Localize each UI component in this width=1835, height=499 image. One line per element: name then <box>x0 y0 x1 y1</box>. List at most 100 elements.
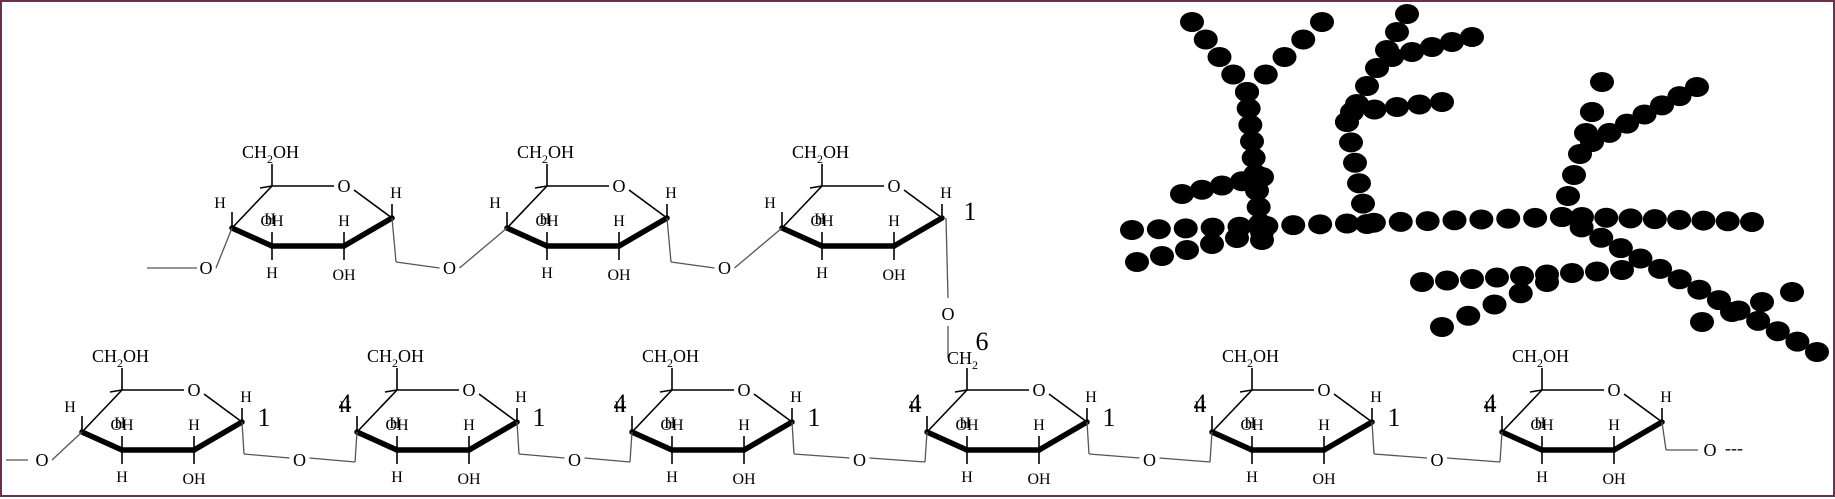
h-label: H <box>390 185 402 202</box>
bead <box>1510 266 1534 286</box>
bead <box>1560 263 1584 283</box>
linkage-bond <box>1499 431 1503 463</box>
position-1-label: 1 <box>964 197 977 226</box>
bead <box>1580 132 1604 152</box>
h-label: H <box>338 213 350 230</box>
bead <box>1351 193 1375 214</box>
ring-oxygen: O <box>1033 380 1046 400</box>
linkage-bond <box>1209 431 1213 463</box>
bond-line <box>1529 389 1543 393</box>
ch2oh-base: CH <box>1222 346 1247 366</box>
bold-bond <box>341 215 395 249</box>
bead <box>1632 104 1657 125</box>
bead <box>1410 272 1434 292</box>
oh-label: OH <box>1602 471 1626 488</box>
h-label: H <box>539 211 551 228</box>
bold-bond <box>741 419 795 453</box>
bead <box>1150 246 1174 266</box>
glycosidic-oxygen: O <box>853 450 866 470</box>
glycosidic-oxygen: O <box>1143 450 1156 470</box>
ch2oh-tail: OH <box>548 142 574 162</box>
branch-chain <box>1340 92 1454 122</box>
bead <box>1175 240 1199 260</box>
bead <box>1765 321 1790 342</box>
bold-bond <box>629 429 675 453</box>
h-label: H <box>214 195 226 212</box>
h-label: H <box>188 417 200 434</box>
ch2oh-subscript: 2 <box>1537 356 1543 370</box>
glycosidic-oxygen: O <box>568 450 581 470</box>
bead <box>1615 113 1639 134</box>
h-label: H <box>389 415 401 432</box>
h-label: H <box>816 265 828 282</box>
bond-line <box>478 393 518 423</box>
bond-line <box>259 185 273 189</box>
position-1-label: 1 <box>808 403 821 432</box>
branch-chain <box>1430 272 1559 337</box>
linkage-bond <box>518 453 565 459</box>
h-label: H <box>339 399 351 416</box>
h-label: H <box>266 265 278 282</box>
h-label: H <box>1318 417 1330 434</box>
ch2oh-label: CH2OH <box>92 346 149 370</box>
ch2oh-tail: OH <box>1543 346 1569 366</box>
bond-line <box>1239 389 1253 393</box>
position-4-label: 4 <box>1194 389 1207 418</box>
bead <box>1200 234 1224 254</box>
ch2oh-label: CH2OH <box>1512 346 1569 370</box>
bead <box>1385 22 1409 42</box>
bold-bond <box>191 419 245 453</box>
ch2oh-tail: OH <box>123 346 149 366</box>
oh-label: OH <box>332 267 356 284</box>
bold-bond <box>466 419 520 453</box>
bead <box>1642 209 1667 230</box>
oh-label: OH <box>1027 471 1051 488</box>
oh-label: OH <box>660 417 684 434</box>
bead <box>1210 175 1234 196</box>
linkage-bond <box>734 227 783 269</box>
bold-bond <box>1321 419 1375 453</box>
bead <box>1667 86 1692 107</box>
ch2-label: CH2 <box>947 348 978 372</box>
bead <box>1715 211 1740 232</box>
h-label: H <box>961 469 973 486</box>
bead <box>1690 312 1714 332</box>
linkage-bond <box>666 217 672 263</box>
h-label: H <box>463 417 475 434</box>
ring-oxygen: O <box>613 176 626 196</box>
ch2oh-base: CH <box>367 346 392 366</box>
ch2oh-base: CH <box>642 346 667 366</box>
bead <box>1667 269 1692 290</box>
glycosidic-oxygen: O <box>443 258 456 278</box>
ch2oh-tail: OH <box>1253 346 1279 366</box>
bond-line <box>1211 389 1253 433</box>
oh-label: OH <box>260 213 284 230</box>
linkage-bond <box>1159 457 1211 463</box>
glycosidic-oxygen: O <box>1704 440 1717 460</box>
bond-line <box>231 185 273 229</box>
bead <box>1720 302 1744 322</box>
h-label: H <box>814 211 826 228</box>
linkage-bond <box>395 261 440 269</box>
bead <box>1225 228 1249 248</box>
branch-chain <box>1380 27 1484 67</box>
oh-label: OH <box>1312 471 1336 488</box>
bead <box>1250 167 1274 187</box>
oh-label: OH <box>110 417 134 434</box>
bead <box>1193 29 1218 50</box>
linkage-bond <box>516 421 520 455</box>
bead <box>1120 220 1144 240</box>
bead <box>1339 132 1363 153</box>
bead <box>1785 331 1810 352</box>
ring-oxygen: O <box>1608 380 1621 400</box>
bead <box>1460 27 1484 47</box>
bead <box>1420 37 1444 57</box>
ch2oh-tail: OH <box>398 346 424 366</box>
h-label: H <box>489 195 501 212</box>
h-label: H <box>1194 399 1206 416</box>
bead <box>1562 165 1586 185</box>
oh-label: OH <box>882 267 906 284</box>
